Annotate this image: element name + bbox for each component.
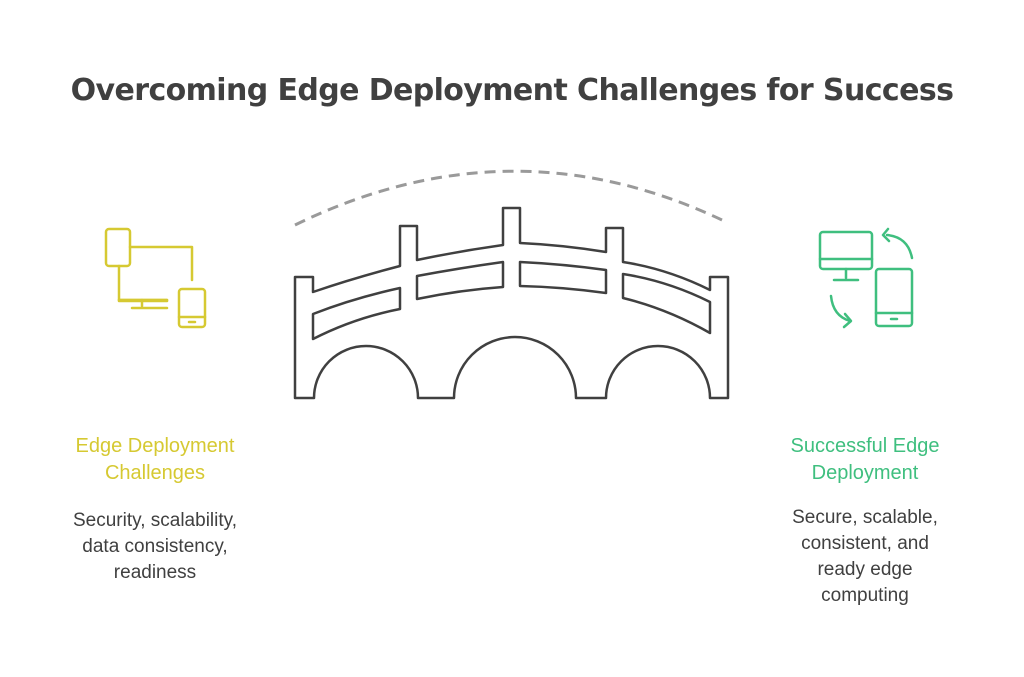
challenge-desc-line: Security, scalability, [72, 510, 237, 531]
success-desc-line: ready edge [817, 559, 913, 580]
success-title-line: Deployment [811, 462, 919, 484]
bridge-icon [293, 206, 730, 400]
page-title: Overcoming Edge Deployment Challenges fo… [70, 73, 954, 108]
challenge-title-line: Edge Deployment [75, 435, 235, 457]
success-description: Secure, scalable, consistent, and ready … [760, 505, 970, 609]
devices-connected-icon [104, 227, 207, 329]
success-title: Successful Edge Deployment [760, 433, 970, 487]
success-desc-line: computing [821, 585, 909, 606]
devices-sync-icon [818, 227, 914, 329]
success-desc-line: consistent, and [801, 533, 929, 554]
challenge-desc-line: readiness [113, 562, 197, 583]
challenge-title-line: Challenges [104, 462, 206, 484]
challenge-description: Security, scalability, data consistency,… [50, 508, 260, 586]
success-title-line: Successful Edge [790, 435, 940, 457]
challenge-title: Edge Deployment Challenges [50, 433, 260, 487]
dashed-arc [294, 169, 723, 227]
challenge-desc-line: data consistency, [82, 536, 228, 557]
success-desc-line: Secure, scalable, [792, 507, 938, 528]
